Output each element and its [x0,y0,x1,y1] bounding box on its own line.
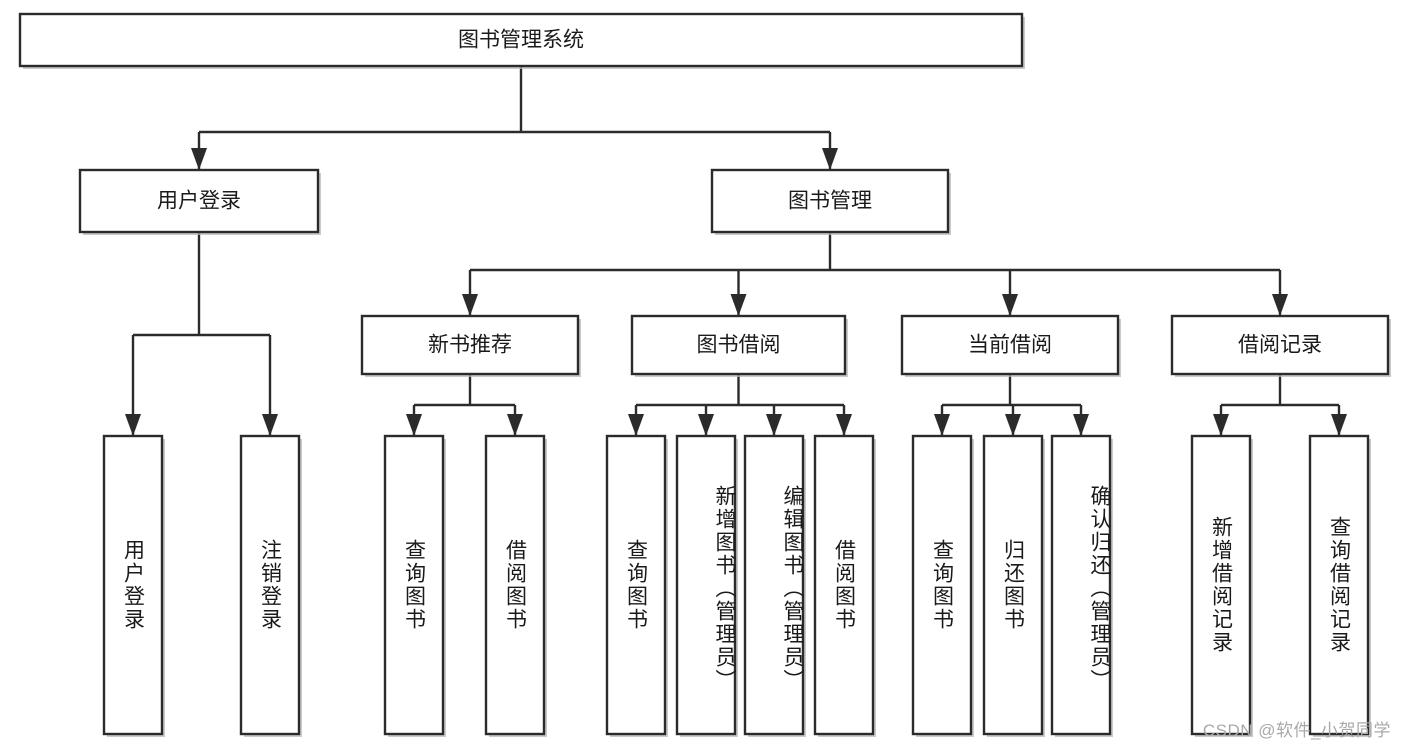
arrow-down-icon-leaf-1-1 [698,414,714,436]
arrow-down-icon-leaf-3-1 [1331,414,1347,436]
arrow-down-icon-leaf-1-3 [836,414,852,436]
arrow-down-icon-leaf-2-2 [1073,414,1089,436]
arrow-down-icon-leaf-0-1 [507,414,523,436]
node-leaf-1[interactable] [239,434,301,736]
connector-lines [125,66,1347,436]
node-leaf-8[interactable] [911,434,973,736]
node-leaf-5[interactable] [675,434,737,736]
node-leaf-3[interactable] [484,434,546,736]
arrow-down-icon-l2-0 [191,148,207,170]
node-leaf-11[interactable] [1190,434,1252,736]
node-level3-label-1: 图书借阅 [697,334,781,357]
node-level2-1[interactable] [710,168,950,234]
arrow-down-icon-user-leaf-0 [125,414,141,436]
arrow-down-icon-leaf-2-1 [1005,414,1021,436]
node-level2-0[interactable] [78,168,320,234]
node-root-label: 图书管理系统 [458,29,584,52]
node-level3-label-2: 当前借阅 [968,334,1052,357]
arrow-down-icon-l3-3 [1272,294,1288,316]
node-leaf-12[interactable] [1308,434,1370,736]
node-leaf-9[interactable] [982,434,1044,736]
node-level2-label-0: 用户登录 [157,190,241,213]
arrow-down-icon-leaf-1-0 [628,414,644,436]
node-level3-3[interactable] [1170,314,1390,376]
node-level3-label-3: 借阅记录 [1238,334,1322,357]
arrow-down-icon-leaf-0-0 [406,414,422,436]
arrow-down-icon-leaf-2-0 [934,414,950,436]
arrow-down-icon-l3-2 [1002,294,1018,316]
node-leaf-2[interactable] [383,434,445,736]
node-level3-label-0: 新书推荐 [428,334,512,357]
arrow-down-icon-l3-0 [462,294,478,316]
node-leaf-0[interactable] [102,434,164,736]
arrow-down-icon-leaf-1-2 [766,414,782,436]
node-root[interactable] [18,12,1024,68]
arrow-down-icon-l3-1 [730,294,747,316]
node-level2-label-1: 图书管理 [788,190,872,213]
node-leaf-7[interactable] [813,434,875,736]
arrow-down-icon-leaf-3-0 [1213,414,1229,436]
node-level3-2[interactable] [900,314,1120,376]
node-leaf-10[interactable] [1050,434,1112,736]
arrow-down-icon-user-leaf-1 [262,414,278,436]
node-leaf-6[interactable] [743,434,805,736]
node-boxes [18,12,1391,737]
watermark-text: CSDN @软件_小贺同学 [1202,721,1391,740]
node-leaf-4[interactable] [605,434,667,736]
node-level3-1[interactable] [630,314,847,376]
arrow-down-icon-l2-1 [822,148,838,170]
node-level3-0[interactable] [360,314,580,376]
